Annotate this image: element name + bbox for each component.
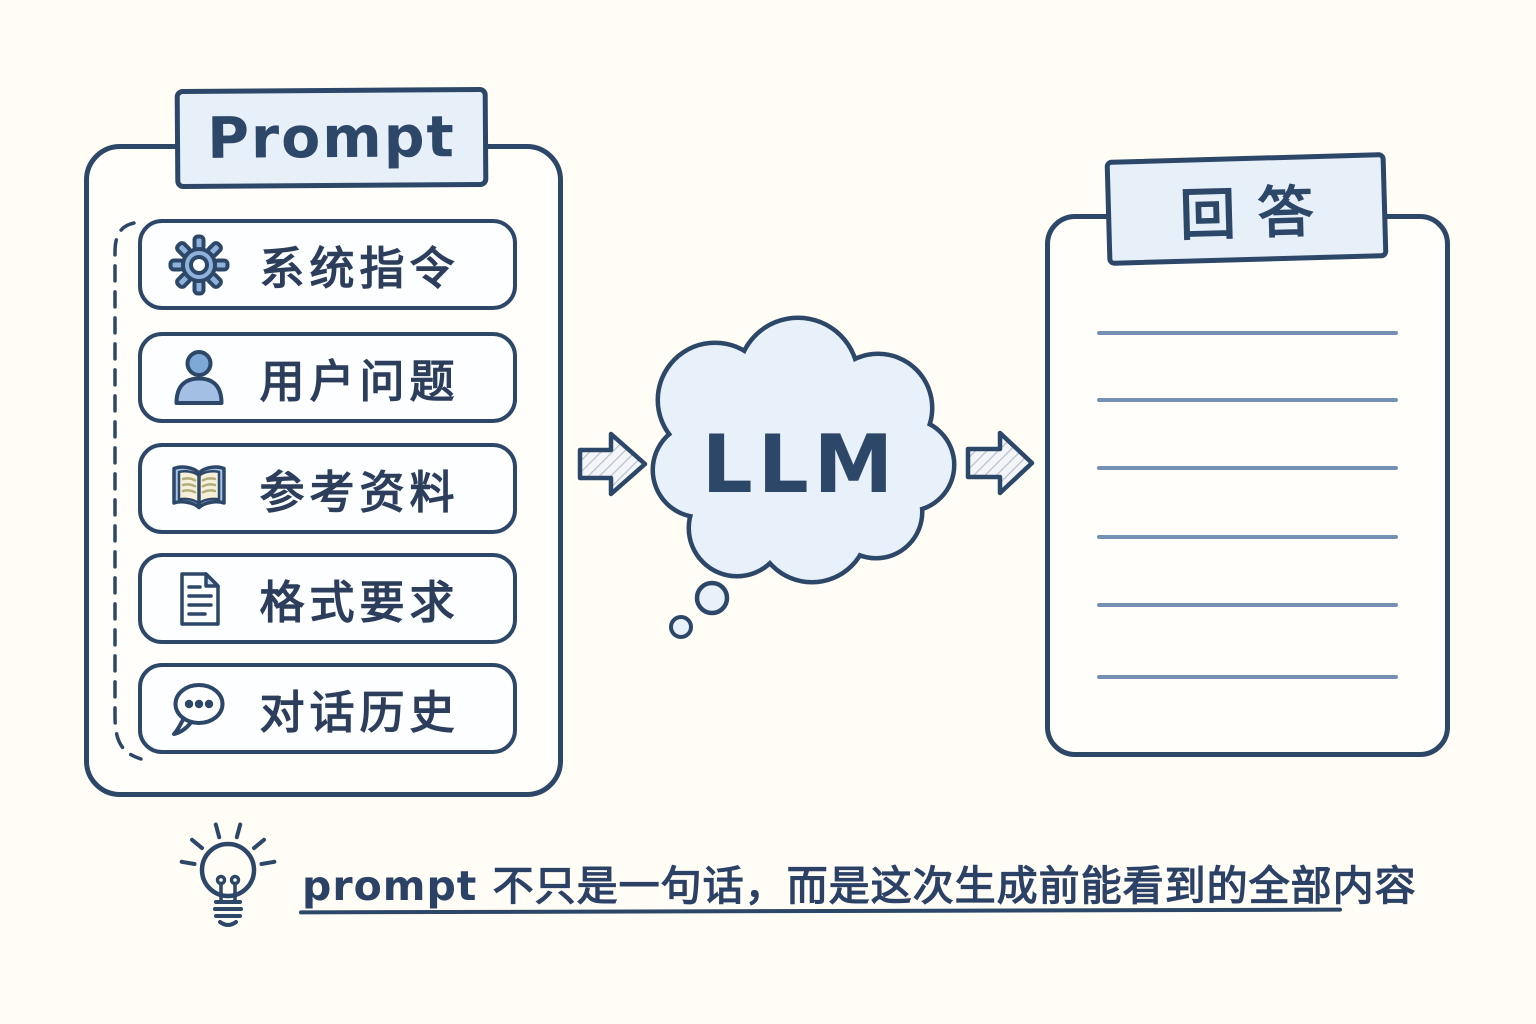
- answer-placeholder-line: [1097, 331, 1398, 335]
- prompt-item-system-instructions: 系统指令: [138, 219, 517, 310]
- thought-bubble-dot-large: [694, 580, 730, 616]
- prompt-item-label: 参考资料: [259, 466, 460, 519]
- prompt-item-reference-material: 参考资料: [138, 443, 517, 534]
- document-icon: [180, 571, 220, 626]
- answer-banner: 回答: [1104, 152, 1389, 266]
- answer-placeholder-line: [1097, 535, 1398, 539]
- answer-placeholder-line: [1097, 398, 1398, 402]
- chat-bubble-icon: [172, 682, 225, 736]
- arrow-llm-to-answer-icon: [965, 430, 1035, 496]
- gear-icon: [168, 234, 230, 295]
- answer-placeholder-line: [1097, 603, 1398, 607]
- prompt-banner-label: Prompt: [207, 104, 456, 172]
- answer-placeholder-line: [1097, 466, 1398, 470]
- prompt-item-label: 系统指令: [259, 242, 460, 295]
- open-book-icon: [172, 464, 226, 509]
- prompt-item-conversation-history: 对话历史: [138, 663, 517, 754]
- prompt-item-label: 格式要求: [259, 576, 460, 629]
- tip-text: prompt 不只是一句话，而是这次生成前能看到的全部内容: [302, 862, 1417, 910]
- prompt-item-user-question: 用户问题: [138, 332, 517, 423]
- llm-label: LLM: [701, 417, 899, 511]
- answer-placeholder-line: [1097, 675, 1398, 679]
- answer-panel: [1045, 214, 1450, 757]
- prompt-banner: Prompt: [174, 86, 489, 190]
- arrow-prompt-to-llm-icon: [577, 431, 648, 497]
- prompt-item-label: 对话历史: [259, 686, 460, 739]
- prompt-item-format-requirements: 格式要求: [138, 553, 517, 644]
- prompt-item-label: 用户问题: [259, 355, 460, 408]
- answer-banner-label: 回答: [1178, 179, 1337, 249]
- user-icon: [174, 349, 224, 405]
- lightbulb-icon: [179, 822, 277, 927]
- thought-bubble-dot-small: [669, 615, 693, 639]
